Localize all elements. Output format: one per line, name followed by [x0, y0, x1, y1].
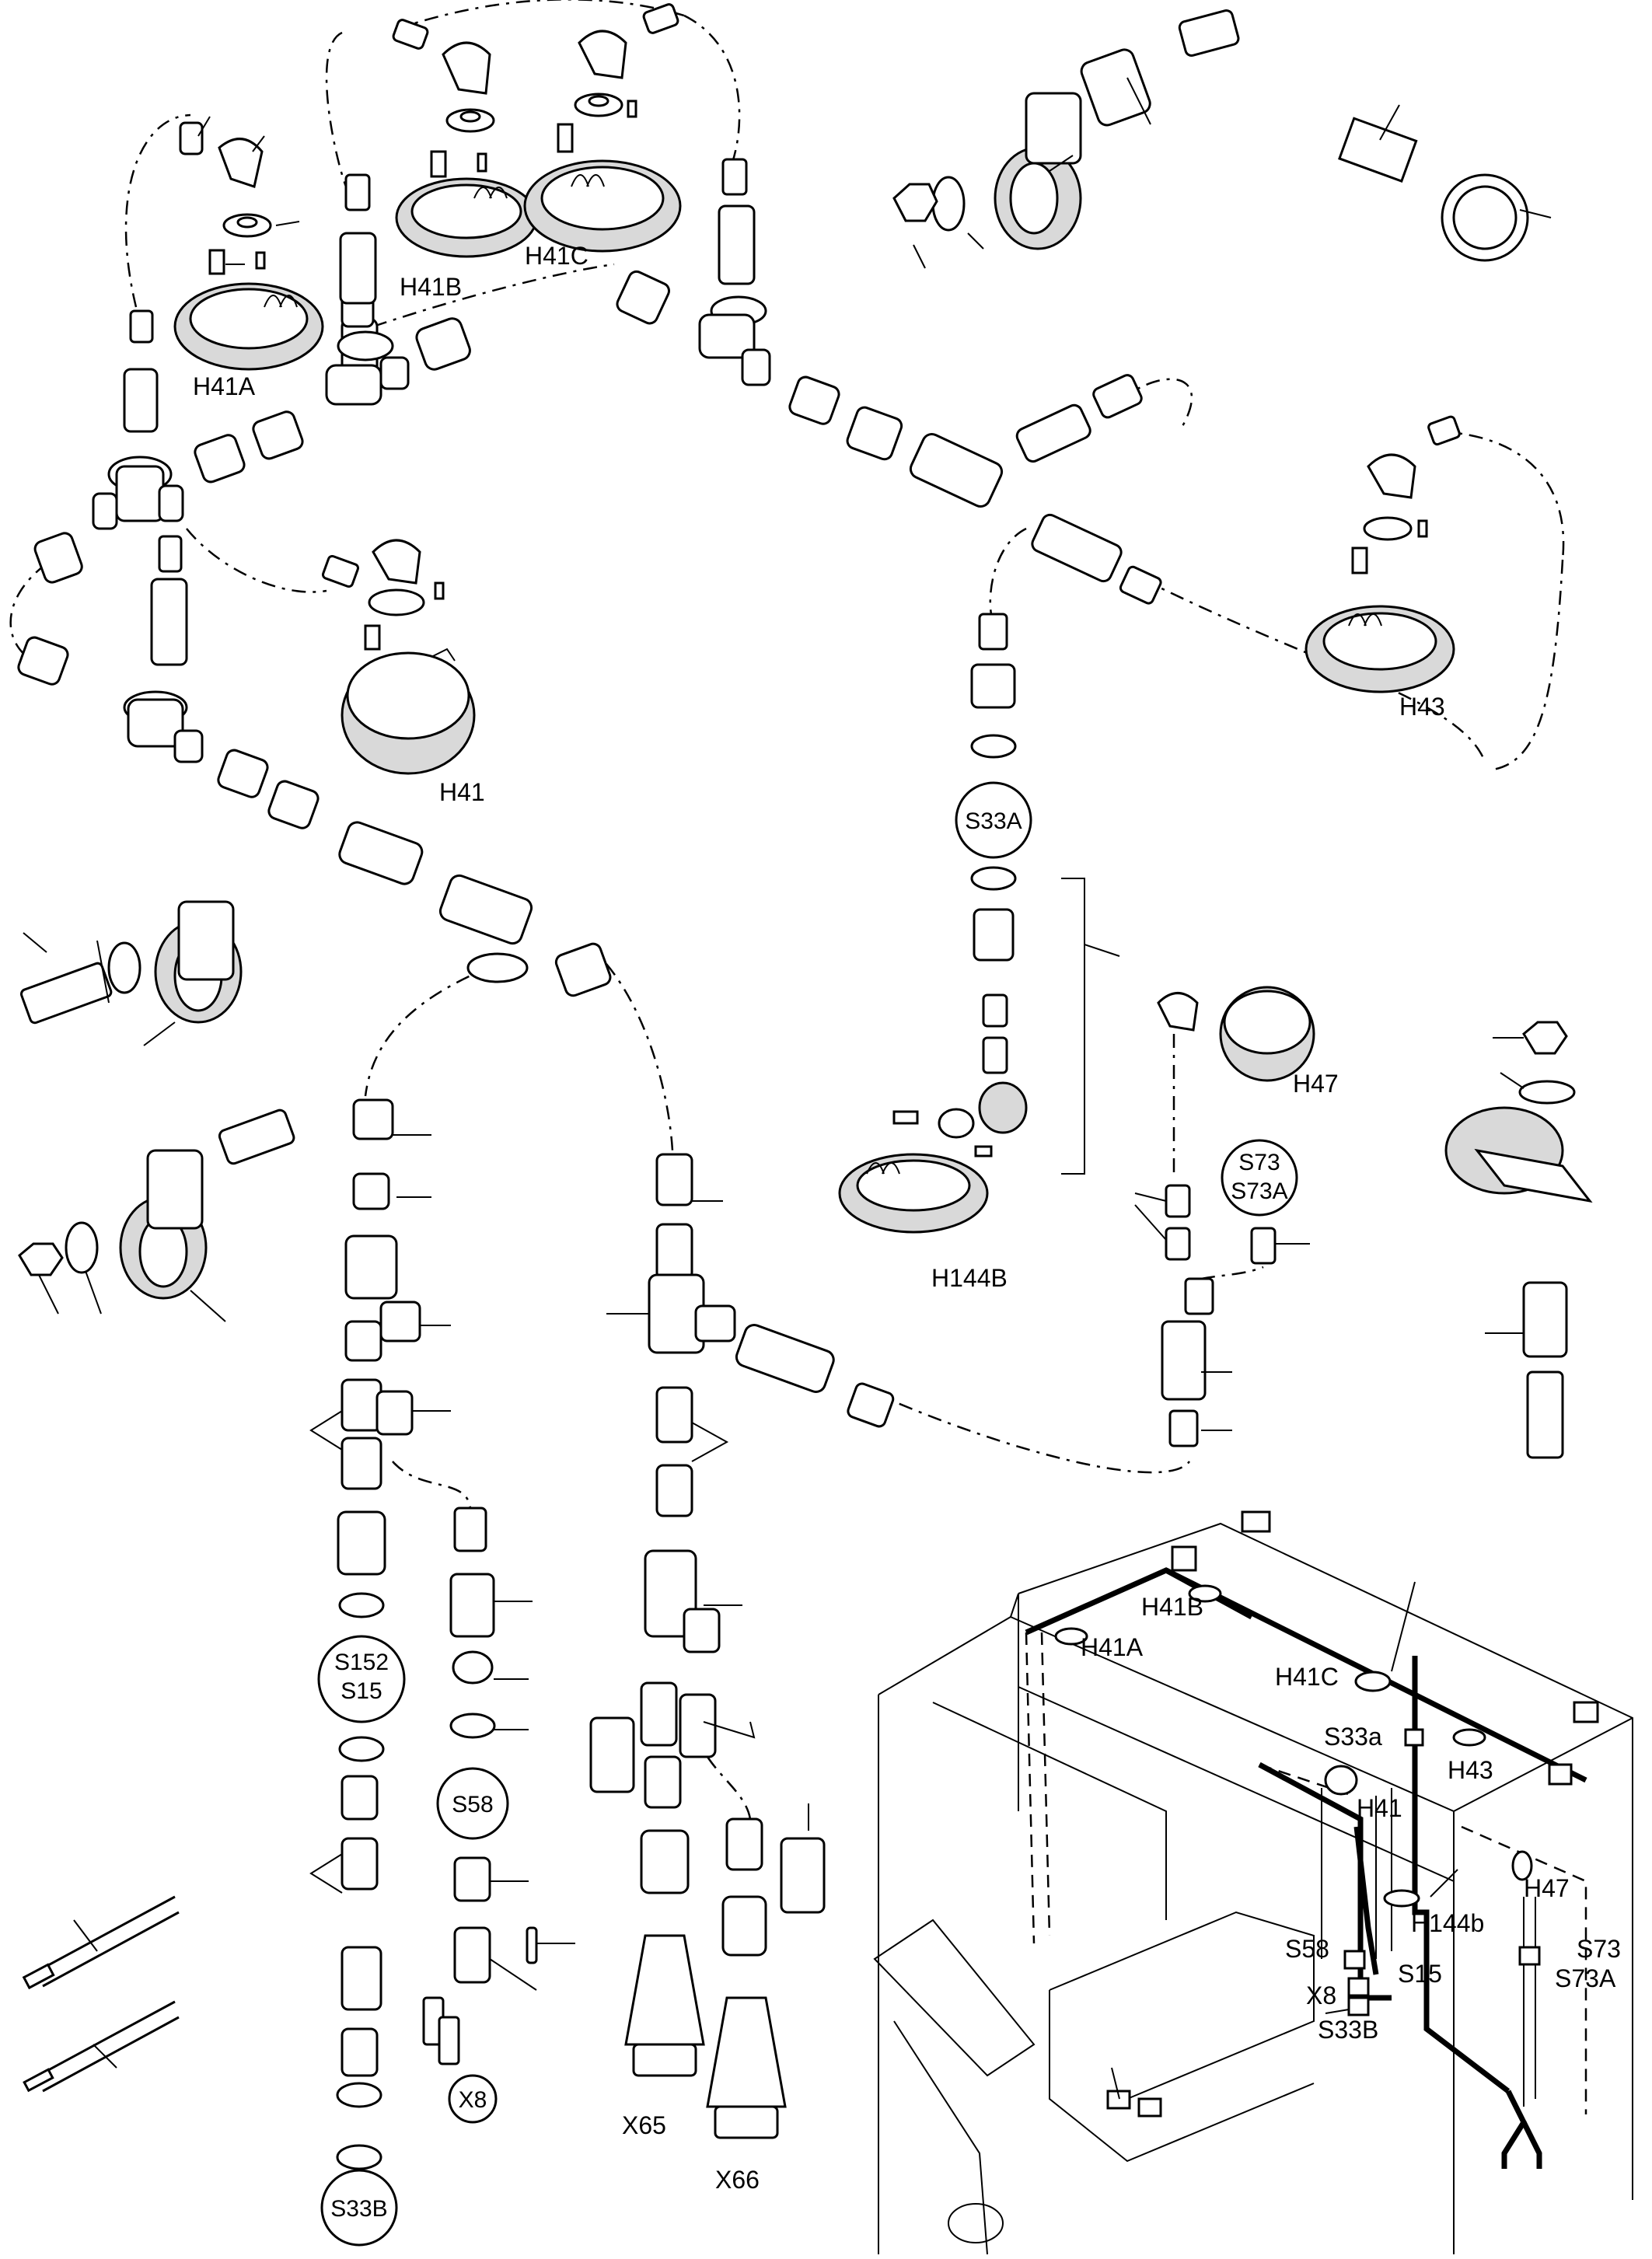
- switch-s33a-column: [838, 613, 1120, 1234]
- label-h47: H47: [1293, 1070, 1339, 1098]
- inset-label-s33a: S33a: [1324, 1723, 1382, 1751]
- label-h41a: H41A: [193, 372, 256, 400]
- top-right-clamp-parts: [892, 9, 1552, 269]
- label-s33a: S33A: [965, 808, 1022, 834]
- threaded-sleeve: [392, 19, 429, 50]
- component-labels: H41A H41B H41C H41 H43 H47 H144B S33A S7…: [193, 242, 1445, 2222]
- connector-x8: [448, 2074, 498, 2124]
- label-x66: X66: [715, 2166, 760, 2194]
- label-s152: S152: [334, 1650, 389, 1675]
- conduit-routing-lines: [9, 0, 1565, 1820]
- inset-label-h41c: H41C: [1275, 1663, 1339, 1691]
- label-s33b: S33B: [330, 2196, 387, 2222]
- switch-s33a: [955, 781, 1032, 859]
- wire-samples: [22, 1895, 180, 2093]
- center-conduit-system: [616, 158, 1162, 605]
- inset-labels: H41B H41A H41C S33a H43 H41 H47 H144b S5…: [1081, 1593, 1621, 2044]
- right-cable-clamp: [1444, 1021, 1593, 1459]
- label-h41c: H41C: [525, 242, 589, 270]
- inset-label-h41b: H41B: [1141, 1593, 1203, 1621]
- tee-fitting-lower: [438, 874, 533, 945]
- switch-s58: [436, 1767, 509, 1840]
- machine-overview-inset: [873, 1510, 1633, 2255]
- switch-s152-s15: [317, 1635, 406, 1723]
- left-lower-column: [309, 1098, 451, 2247]
- label-h41: H41: [439, 778, 485, 806]
- inset-label-s73: S73: [1577, 1935, 1621, 1963]
- terminal-clip: [430, 150, 447, 178]
- hex-nut: [892, 183, 938, 222]
- label-s15: S15: [341, 1678, 382, 1704]
- inset-label-h43: H43: [1448, 1756, 1493, 1784]
- label-h144b: H144B: [931, 1264, 1008, 1292]
- connector-x65-x66-column: [589, 1153, 895, 2139]
- elbow-fitting: [218, 138, 264, 188]
- inset-label-h144b: H144b: [1411, 1909, 1484, 1937]
- left-conduit-system: [17, 173, 471, 686]
- lamp-h41c-assembly: [523, 3, 682, 253]
- label-h41b: H41B: [400, 273, 462, 301]
- label-h43: H43: [1399, 693, 1445, 721]
- label-plate: [1338, 117, 1418, 183]
- connector-x65: [624, 1934, 705, 2046]
- inset-label-s58: S58: [1285, 1935, 1329, 1963]
- elbow-fitting: [578, 30, 627, 79]
- label-s58: S58: [452, 1792, 493, 1817]
- lamp-h41a-assembly: [173, 116, 324, 371]
- lamp-h47-and-switch-s73: [1134, 986, 1315, 1447]
- inset-label-h47: H47: [1524, 1874, 1570, 1902]
- cap: [589, 1716, 635, 1793]
- middle-lower-column: [422, 1507, 575, 2124]
- inset-label-s15: S15: [1398, 1960, 1442, 1988]
- label-x65: X65: [622, 2111, 666, 2139]
- terminal-clip: [208, 249, 225, 275]
- lamp-h41b-assembly: [392, 19, 538, 258]
- switch-s73: [1221, 1139, 1298, 1217]
- threaded-sleeve: [179, 121, 204, 155]
- inset-label-h41: H41: [1357, 1794, 1402, 1822]
- connector-x66: [706, 1996, 787, 2108]
- inset-label-s33b: S33B: [1318, 2016, 1378, 2044]
- label-x8: X8: [459, 2087, 487, 2113]
- inset-label-h41a: H41A: [1081, 1633, 1144, 1661]
- label-s73: S73: [1238, 1150, 1280, 1175]
- left-middle-conduit: [123, 535, 612, 997]
- lamp-h41-assembly: [321, 539, 476, 775]
- inset-label-x8: X8: [1306, 1981, 1336, 2009]
- left-cable-clamps: [18, 900, 295, 1322]
- lamp-h43-assembly: [1304, 415, 1461, 693]
- pin-clip: [255, 251, 266, 270]
- inset-label-s73a: S73A: [1555, 1964, 1616, 1992]
- label-s73a: S73A: [1231, 1178, 1287, 1204]
- elbow-fitting: [442, 41, 491, 95]
- switch-s33b: [320, 2169, 398, 2247]
